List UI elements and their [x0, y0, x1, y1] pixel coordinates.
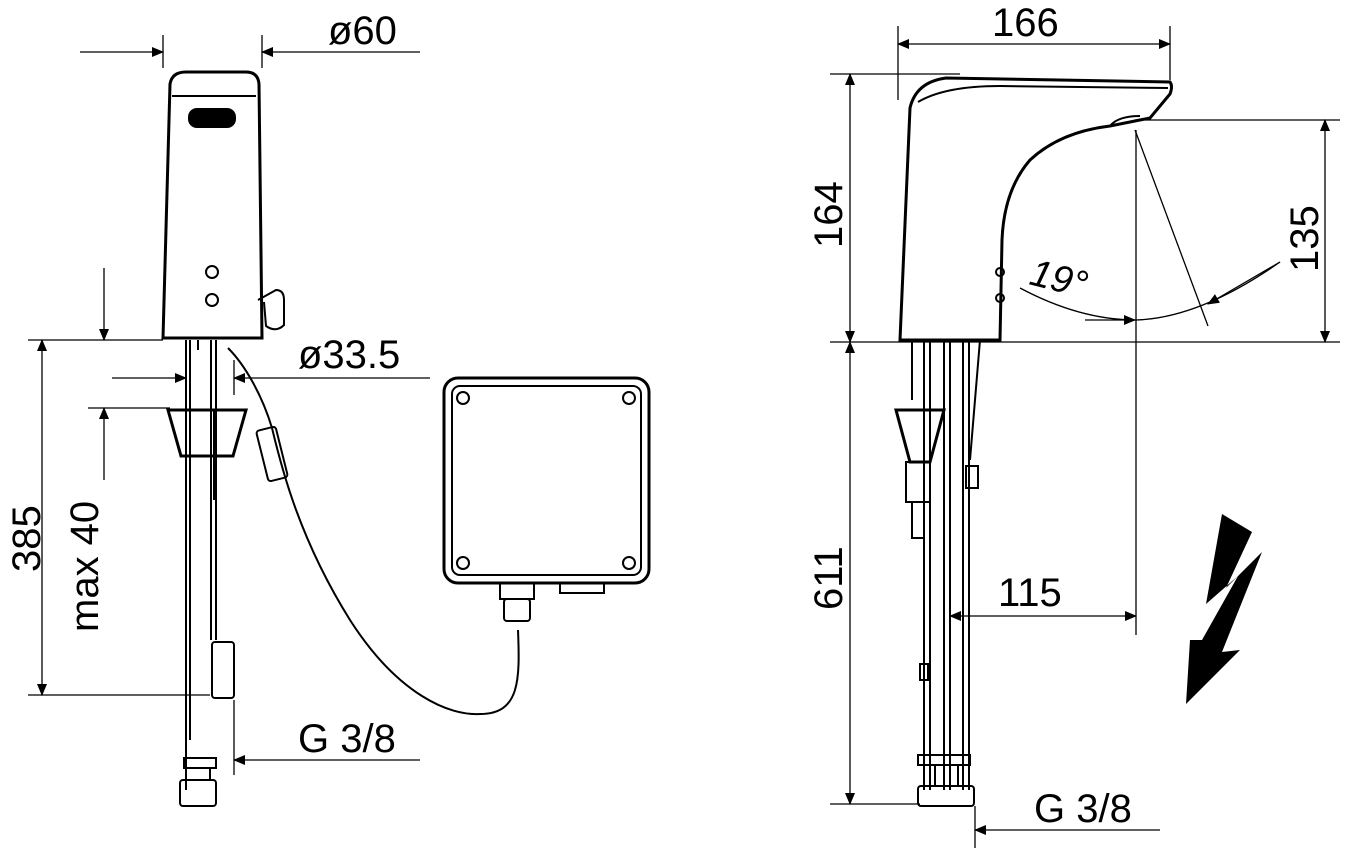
front-faucet-body	[161, 70, 285, 340]
front-shank	[166, 340, 248, 807]
dim-front-height-385: 385	[5, 339, 210, 696]
cable-connector	[255, 425, 289, 483]
dim-label-outlet-135: 135	[1283, 205, 1327, 272]
dim-label-offset-115: 115	[998, 571, 1062, 615]
side-shank	[894, 339, 981, 807]
dim-front-max-40: max 40	[63, 268, 170, 632]
dim-label-reach-166: 166	[992, 1, 1059, 45]
control-box	[442, 376, 651, 622]
dim-label-diameter-33: ø33.5	[298, 333, 400, 377]
sensor-beam-line	[1134, 129, 1209, 327]
dim-front-diameter-60: ø60	[80, 9, 420, 68]
dim-side-length-611: 611	[807, 341, 920, 805]
front-cable	[227, 347, 520, 716]
dim-side-offset-115: 115	[949, 130, 1137, 635]
dim-front-thread: G 3/8	[233, 700, 420, 775]
dim-label-front-thread: G 3/8	[298, 717, 396, 761]
dim-label-height-164: 164	[807, 181, 851, 248]
side-faucet-body	[898, 76, 1173, 342]
dim-side-reach-166: 166	[897, 1, 1171, 100]
dim-side-thread: G 3/8	[974, 787, 1160, 848]
front-view: ø60 ø33.5 385 max 40 G 3/8	[5, 9, 651, 807]
dim-label-length-611: 611	[807, 546, 851, 610]
dim-label-side-thread: G 3/8	[1034, 787, 1132, 831]
lightning-bolt-icon	[1186, 514, 1262, 704]
dim-side-outlet-135: 135	[1135, 119, 1340, 343]
side-view: 19° 166 164 135 611	[807, 1, 1340, 848]
dim-front-diameter-33: ø33.5	[112, 333, 430, 395]
dim-label-height-385: 385	[5, 505, 49, 572]
dim-label-diameter-60: ø60	[328, 9, 397, 53]
dim-label-angle: 19°	[1026, 252, 1092, 307]
dim-label-max-40: max 40	[63, 501, 107, 632]
dim-side-height-164: 164	[807, 73, 1340, 343]
